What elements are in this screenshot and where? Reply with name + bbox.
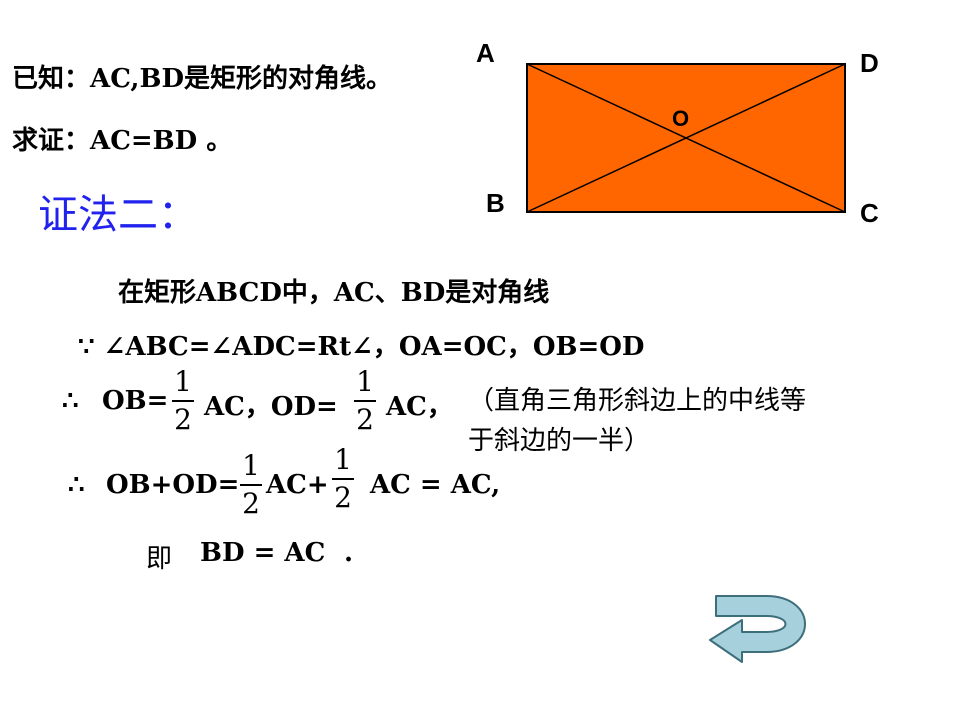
fraction-denominator: 2 [174, 403, 192, 436]
vertex-label-b: B [486, 188, 505, 218]
given-prefix: 已知： [12, 64, 91, 94]
therefore-symbol-1: ∴ [62, 386, 79, 416]
proof-line-4-part3: AC = AC, [370, 470, 501, 500]
center-label-o: O [672, 106, 690, 131]
vertex-label-c: C [860, 198, 879, 228]
prove-text: AC=BD 。 [90, 126, 233, 156]
fraction-half-4: 1 2 [332, 446, 354, 512]
proof-line-2-text: ∠ABC=∠ADC=Rt∠，OA=OC，OB=OD [103, 332, 645, 362]
therefore-symbol-2: ∴ [68, 470, 85, 500]
note-line-2: 于斜边的一半） [468, 426, 651, 456]
fraction-denominator: 2 [356, 403, 374, 436]
proof-line-5-end: . [344, 538, 354, 568]
given-statement: 已知：AC,BD是矩形的对角线。 [12, 58, 392, 95]
proof-line-4-part1: OB+OD= [106, 470, 240, 500]
prove-statement: 求证：AC=BD 。 [12, 120, 232, 157]
proof-line-4-part2: AC+ [266, 470, 329, 500]
fraction-half-1: 1 2 [172, 368, 194, 434]
given-text: AC,BD是矩形的对角线。 [90, 64, 392, 94]
diagonal-bd [526, 63, 846, 213]
fraction-numerator: 1 [242, 449, 260, 482]
note-line-1: （直角三角形斜边上的中线等 [468, 386, 807, 416]
fraction-bar [354, 400, 376, 402]
method-title: 证法二： [38, 192, 198, 238]
vertex-label-d: D [860, 48, 879, 78]
prove-prefix: 求证： [12, 126, 91, 156]
fraction-half-3: 1 2 [240, 452, 262, 518]
proof-line-3-part2: AC，OD= [204, 392, 338, 422]
proof-line-3-part3: AC， [386, 392, 453, 422]
vertex-label-a: A [476, 38, 495, 68]
because-symbol: ∵ [78, 332, 95, 362]
proof-line-5-prefix: 即 [146, 544, 173, 574]
fraction-bar [172, 400, 194, 402]
proof-line-2: ∵ ∠ABC=∠ADC=Rt∠，OA=OC，OB=OD [78, 326, 644, 363]
return-arrow-icon[interactable] [706, 590, 818, 666]
fraction-denominator: 2 [242, 487, 260, 520]
proof-line-5-text: BD = AC [200, 538, 326, 568]
proof-line-3-part1: OB= [102, 386, 169, 416]
fraction-numerator: 1 [334, 443, 352, 476]
fraction-numerator: 1 [356, 365, 374, 398]
fraction-numerator: 1 [174, 365, 192, 398]
fraction-bar [332, 478, 354, 480]
fraction-denominator: 2 [334, 481, 352, 514]
proof-line-1: 在矩形ABCD中，AC、BD是对角线 [118, 278, 550, 308]
fraction-half-2: 1 2 [354, 368, 376, 434]
fraction-bar [240, 484, 262, 486]
